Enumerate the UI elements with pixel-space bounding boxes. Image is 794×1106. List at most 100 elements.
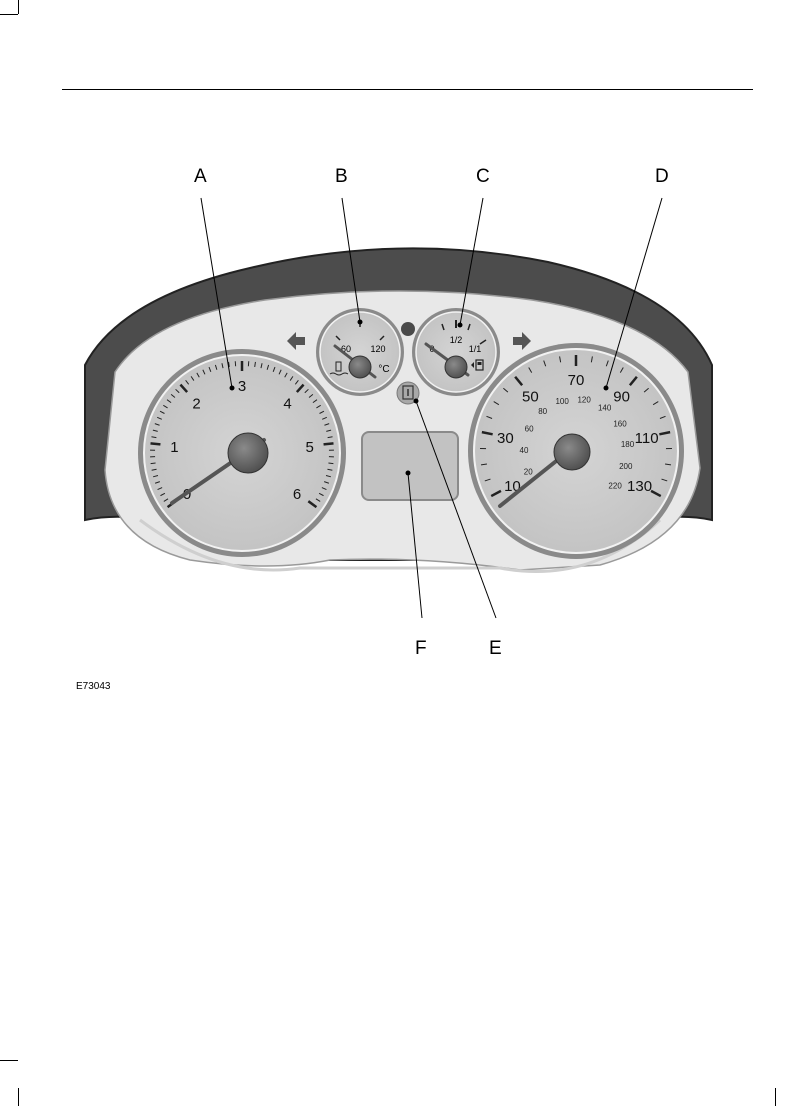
speedometer-tick [559, 356, 562, 363]
speedometer-kmh-label: 160 [613, 419, 627, 428]
temperature-high-label: 120 [370, 344, 385, 354]
tachometer-tick [152, 429, 158, 432]
tachometer-tick [214, 364, 218, 370]
speedometer-kmh-label: 220 [608, 481, 622, 490]
tachometer-tick [151, 468, 157, 471]
tachometer-tick [153, 475, 159, 478]
fuel-full-label: 1/1 [469, 344, 482, 354]
tachometer-tick [272, 366, 276, 372]
tachometer-tick [185, 379, 190, 385]
speedometer-mph-label: 110 [635, 430, 659, 447]
tachometer-label: 2 [192, 395, 200, 412]
speedometer-tick [481, 430, 493, 436]
speedometer-mph-label: 130 [627, 478, 652, 495]
leader-a [200, 197, 233, 389]
speedometer-tick [643, 387, 649, 393]
speedometer-kmh-label: 20 [524, 468, 533, 477]
speedometer-kmh-label: 60 [525, 424, 534, 433]
tachometer-tick [322, 416, 328, 420]
speedometer-mph-label: 90 [613, 388, 630, 405]
speedometer-tick [543, 360, 547, 367]
callout-b: B [335, 166, 348, 187]
speedometer-tick [528, 367, 533, 373]
temperature-low-label: 60 [341, 344, 351, 354]
tachometer-tick [266, 364, 270, 370]
crop-mark-top-left [0, 14, 18, 15]
tachometer-tick [150, 462, 156, 465]
tachometer-tick [254, 361, 256, 368]
fuel-half-label: 1/2 [450, 335, 463, 345]
tachometer-tick [159, 410, 165, 414]
leader-d [605, 197, 663, 389]
tachometer-label: 4 [283, 395, 291, 412]
speedometer-kmh-label: 80 [538, 407, 547, 416]
instrument-cluster-figure: 0123456 60 120 °C 0 1/2 1/1 [84, 197, 713, 619]
temperature-gauge: 60 120 °C [316, 308, 404, 396]
speedometer-tick [503, 387, 509, 393]
speedometer-mph-label: 30 [497, 430, 514, 447]
fuel-pump-icon [471, 359, 484, 371]
tachometer-tick [323, 481, 330, 484]
speedometer-kmh-label: 100 [555, 397, 569, 406]
leader-b [341, 197, 361, 323]
tachometer-tick [202, 369, 206, 375]
tachometer-tick [321, 487, 327, 490]
tachometer-tick [190, 376, 195, 381]
speedometer-mph-label: 50 [522, 388, 539, 405]
crop-mark-top-left-v [18, 0, 19, 14]
tachometer-tick [328, 462, 334, 465]
speedometer-tick [659, 430, 671, 436]
crop-mark-bottom-right-v [775, 1088, 776, 1106]
tachometer-tick [278, 369, 282, 375]
info-icon [402, 385, 414, 400]
speedometer-kmh-label: 200 [619, 462, 633, 471]
tachometer-tick [208, 366, 212, 372]
temperature-unit-label: °C [378, 364, 389, 375]
speedometer-mph-label: 70 [568, 372, 585, 389]
tachometer-tick [326, 429, 332, 432]
info-button[interactable] [396, 381, 420, 405]
callout-e: E [489, 638, 502, 659]
speedometer-tick [514, 375, 524, 387]
leader-e [415, 400, 497, 619]
tachometer-tick [228, 361, 230, 368]
speedometer-tick [619, 367, 624, 373]
tachometer-tick [295, 383, 305, 393]
callout-c: C [476, 166, 490, 187]
leader-c [459, 197, 484, 326]
speedometer-tick [493, 401, 500, 406]
tachometer: 0123456 [138, 349, 346, 557]
tachometer-tick [316, 404, 321, 409]
coolant-icon [329, 361, 349, 376]
tachometer-tick [166, 399, 172, 404]
figure-id: E73043 [76, 681, 111, 692]
tachometer-tick [170, 393, 176, 398]
speedometer-tick [486, 415, 493, 419]
crop-mark-bottom-left [0, 1060, 18, 1061]
speedometer-tick [490, 489, 502, 498]
arrow-left-icon [287, 332, 305, 350]
tachometer-tick [260, 363, 263, 369]
tachometer-tick [294, 379, 299, 385]
crop-mark-bottom-left-v [18, 1088, 19, 1106]
speedometer-tick [661, 478, 668, 482]
tachometer-tick [327, 436, 333, 439]
callout-d: D [655, 166, 669, 187]
tachometer-tick [179, 383, 189, 393]
fuel-gauge: 0 1/2 1/1 [412, 308, 500, 396]
tachometer-tick [154, 481, 161, 484]
tachometer-tick [318, 492, 324, 497]
leader-f [407, 472, 423, 619]
tachometer-tick [308, 393, 314, 398]
tachometer-tick [154, 423, 160, 426]
speedometer-tick [605, 360, 609, 367]
speedometer-kmh-label: 180 [621, 440, 635, 449]
tachometer-tick [163, 498, 169, 502]
tachometer-hub [227, 432, 269, 474]
speedometer-tick [664, 463, 672, 466]
tachometer-tick [312, 399, 318, 404]
tachometer-tick [150, 442, 161, 446]
speedometer-kmh-label: 40 [520, 446, 529, 455]
arrow-right-icon [513, 332, 531, 350]
